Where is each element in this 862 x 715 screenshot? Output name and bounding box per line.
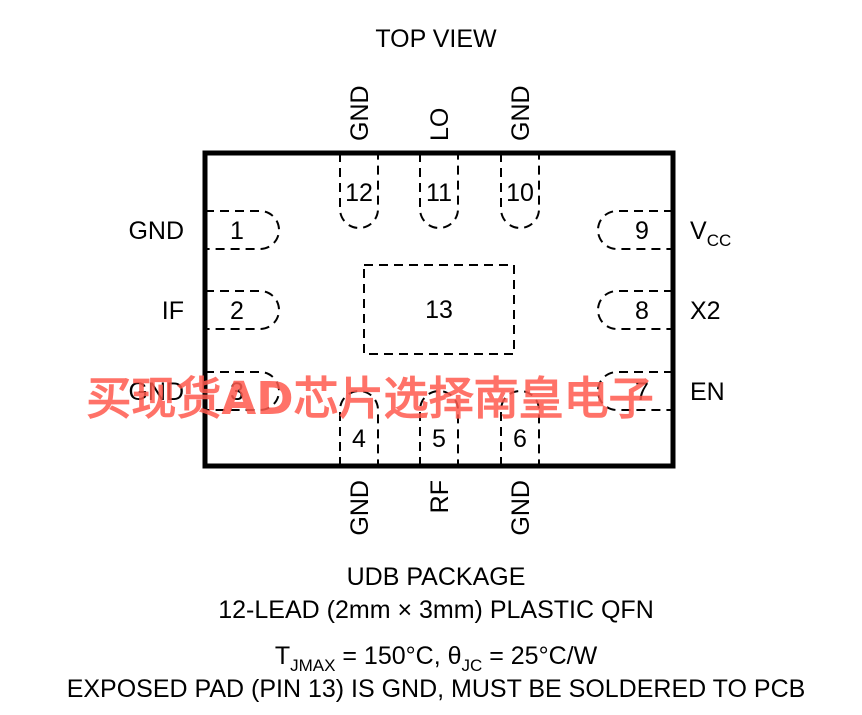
pin-2-pad (205, 290, 280, 330)
package-outline (202, 150, 676, 469)
pin-3-label: GND (128, 378, 184, 406)
caption-thermal-spec: TJMAX = 150°C, θJC = 25°C/W (275, 642, 598, 675)
pin-1-label: GND (128, 217, 184, 245)
pin-11-label: LO (426, 108, 454, 141)
pin-4-label: GND (346, 480, 374, 536)
exposed-pad (363, 264, 515, 355)
pin-9-pad (597, 210, 673, 250)
pin-4-number: 4 (352, 425, 366, 453)
pin-2-number: 2 (230, 297, 244, 325)
pin-10-number: 10 (506, 179, 534, 207)
caption-package-description: 12-LEAD (2mm × 3mm) PLASTIC QFN (218, 596, 654, 624)
pin-1-pad (205, 210, 280, 250)
pin-6-label: GND (507, 480, 535, 536)
pin-6-pad (500, 390, 540, 466)
pin-5-number: 5 (432, 425, 446, 453)
pin-2-label: IF (162, 297, 184, 325)
watermark-text: 买现货AD芯片选择南皇电子 (86, 372, 653, 425)
pin-4-pad (339, 390, 379, 466)
pin-13-number: 13 (425, 296, 453, 324)
pin-8-number: 8 (635, 297, 649, 325)
pin-12-pad (339, 153, 379, 229)
caption-package-name: UDB PACKAGE (347, 563, 526, 591)
pin-7-number: 7 (635, 378, 649, 406)
pin-5-pad (419, 390, 459, 466)
pin-8-pad (597, 290, 673, 330)
diagram-title: TOP VIEW (375, 25, 497, 53)
pin-10-label: GND (507, 85, 535, 141)
pin-11-pad (419, 153, 459, 229)
pin-5-label: RF (426, 480, 454, 513)
pin-1-number: 1 (230, 217, 244, 245)
pin-6-number: 6 (513, 425, 527, 453)
pin-3-number: 3 (230, 378, 244, 406)
pin-7-label: EN (690, 378, 725, 406)
pin-3-pad (205, 371, 280, 411)
pin-11-number: 11 (426, 179, 452, 207)
pin-8-label: X2 (690, 297, 721, 325)
pin-12-label: GND (346, 85, 374, 141)
pin-7-pad (597, 371, 673, 411)
pin-9-label: VCC (690, 217, 731, 250)
caption-exposed-pad-note: EXPOSED PAD (PIN 13) IS GND, MUST BE SOL… (67, 675, 806, 703)
pin-12-number: 12 (345, 179, 373, 207)
pin-9-number: 9 (635, 217, 649, 245)
pin-10-pad (500, 153, 540, 229)
